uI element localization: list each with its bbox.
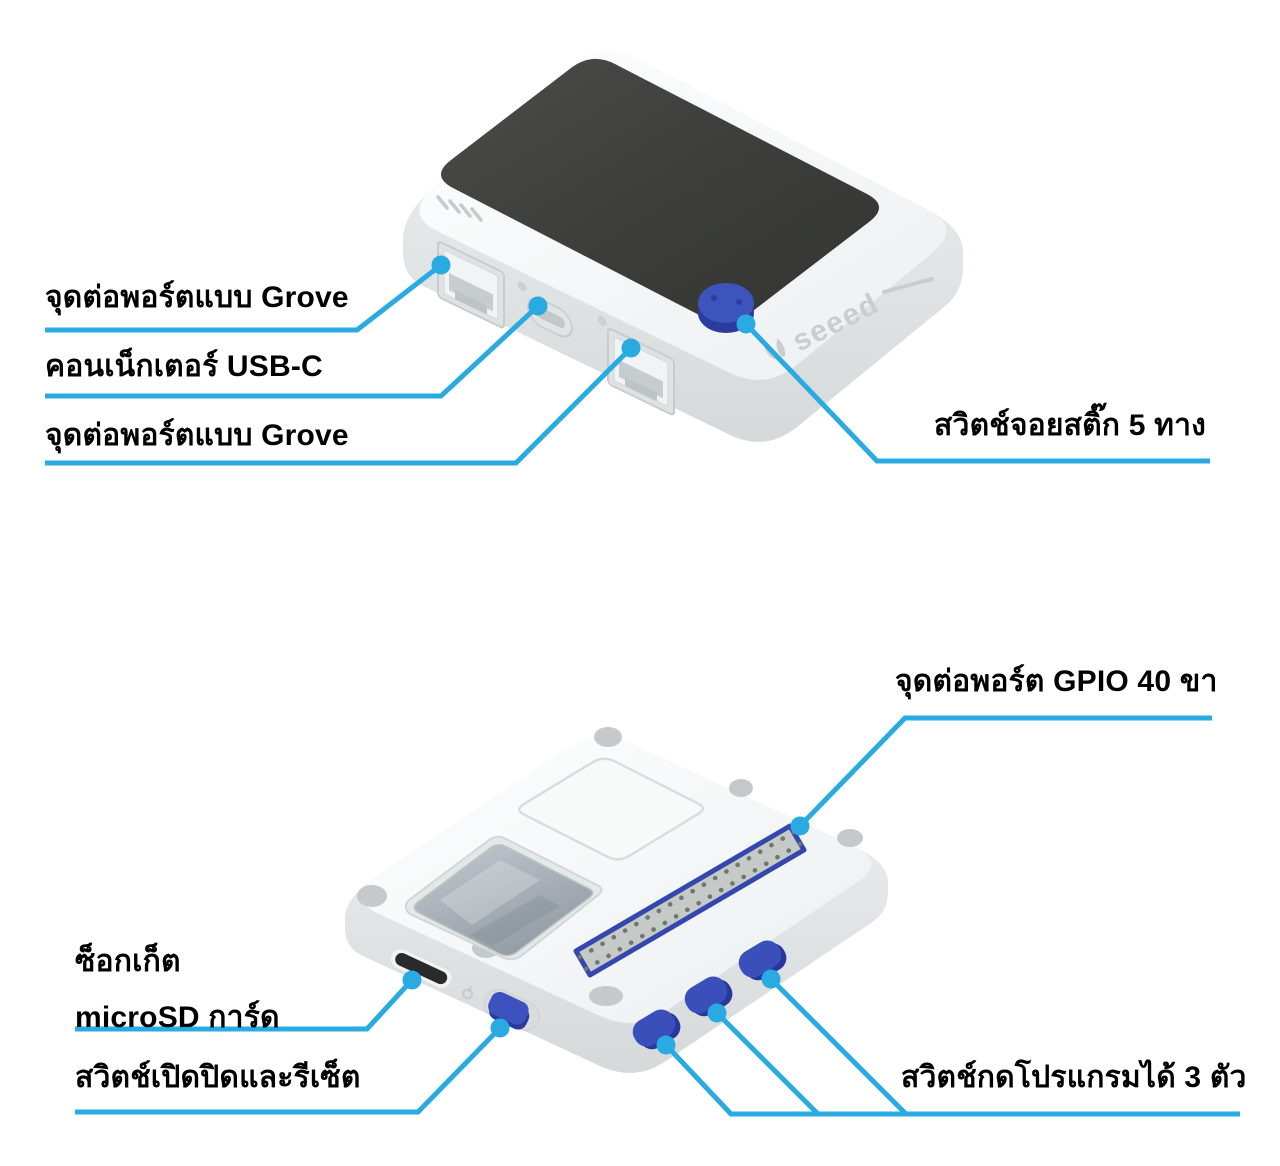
leader-button-1 bbox=[664, 1043, 1240, 1117]
leader-dot-microsd bbox=[402, 970, 422, 990]
label-grove-port-bottom: จุดต่อพอร์ตแบบ Grove bbox=[45, 419, 349, 452]
label-power-switch: สวิตช์เปิดปิดและรีเซ็ต bbox=[75, 1061, 361, 1094]
leader-dot-button-2 bbox=[707, 1003, 727, 1023]
device-screen bbox=[440, 58, 880, 324]
leader-gpio bbox=[798, 715, 1212, 828]
leader-usb-c bbox=[45, 304, 540, 399]
wio-terminal-back-view bbox=[345, 727, 888, 1073]
label-microsd: ซ็อกเก็ต microSD การ์ด bbox=[75, 934, 280, 1046]
leader-dot-button-3 bbox=[761, 969, 781, 989]
gpio-header bbox=[573, 823, 807, 978]
leader-button-3 bbox=[769, 977, 908, 1116]
label-microsd-line1: ซ็อกเก็ต bbox=[75, 945, 181, 978]
label-program-buttons: สวิตช์กดโปรแกรมได้ 3 ตัว bbox=[901, 1061, 1247, 1094]
label-grove-port-top: จุดต่อพอร์ตแบบ Grove bbox=[45, 281, 349, 314]
leader-dot-power bbox=[490, 1018, 510, 1038]
leader-grove-port-top bbox=[45, 263, 443, 333]
label-joystick: สวิตช์จอยสติ๊ก 5 ทาง bbox=[934, 409, 1206, 442]
vent-slits bbox=[436, 195, 483, 222]
leader-dot-usb-c bbox=[528, 296, 548, 316]
recessed-panel bbox=[518, 757, 704, 861]
wio-terminal-front-view: seeed bbox=[403, 50, 963, 442]
logo-dash bbox=[882, 277, 934, 294]
label-microsd-line2: microSD การ์ด bbox=[75, 1001, 280, 1034]
leader-dot-gpio bbox=[790, 816, 810, 836]
engraved-power-icon bbox=[462, 985, 474, 1000]
label-usb-c: คอนเน็กเตอร์ USB-C bbox=[45, 350, 323, 383]
front-hole-2 bbox=[597, 315, 607, 326]
leader-microsd bbox=[75, 978, 414, 1032]
leader-button-2 bbox=[715, 1011, 820, 1116]
power-switch bbox=[483, 989, 541, 1031]
leader-grove-port-bottom bbox=[45, 346, 633, 466]
leader-dot-grove-bottom bbox=[621, 338, 641, 358]
back-window bbox=[404, 835, 603, 961]
leader-dot-button-1 bbox=[656, 1035, 676, 1055]
leader-dot-grove-top bbox=[431, 255, 451, 275]
label-gpio: จุดต่อพอร์ต GPIO 40 ขา bbox=[895, 665, 1218, 698]
front-hole-1 bbox=[517, 281, 527, 292]
leader-dot-joystick bbox=[736, 314, 756, 334]
leader-power-switch bbox=[75, 1026, 502, 1115]
leader-joystick bbox=[744, 322, 1210, 464]
